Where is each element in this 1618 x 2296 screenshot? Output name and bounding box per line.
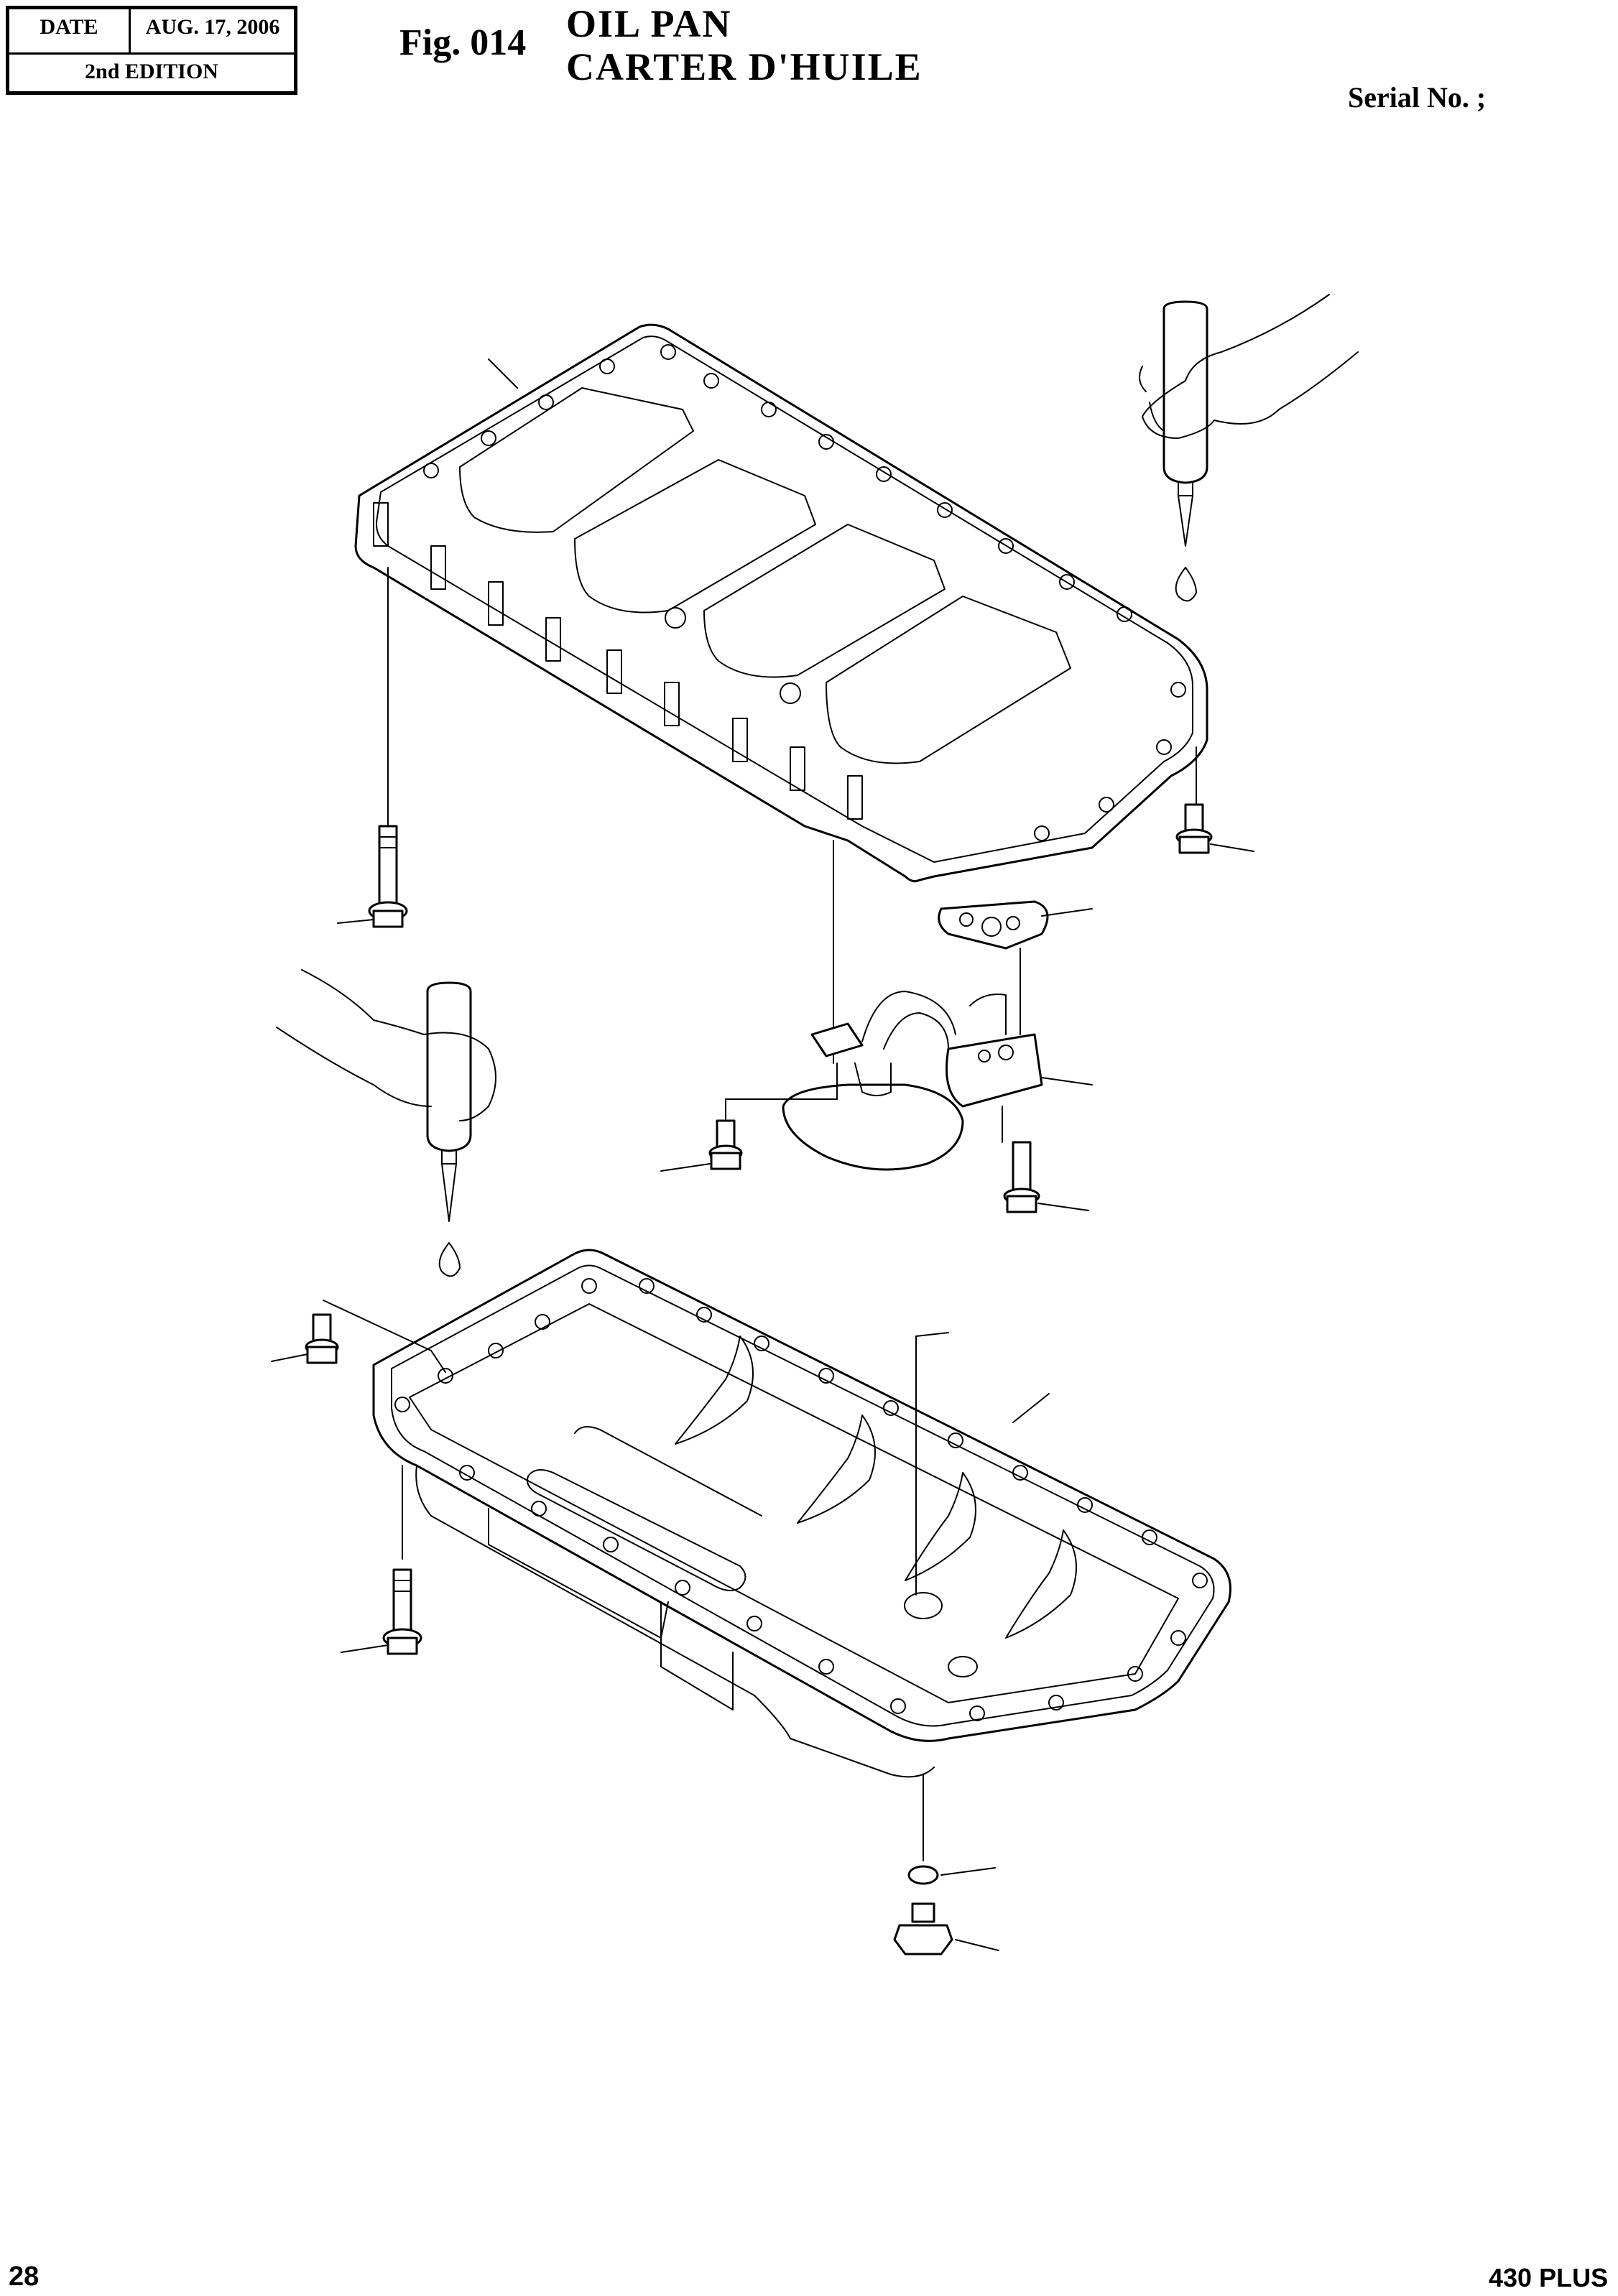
drain-o-ring	[907, 1865, 996, 1885]
strainer-gasket	[938, 900, 1093, 1035]
bolt-upper-right	[1175, 803, 1254, 854]
serial-label: Serial No. ;	[1348, 81, 1487, 114]
upper-oil-pan	[354, 323, 1208, 883]
title-english: OIL PAN	[566, 2, 732, 45]
title-french: CARTER D'HUILE	[566, 45, 923, 88]
date-value: AUG. 17, 2006	[145, 15, 280, 39]
bolt-lower-left-bottom	[341, 1568, 422, 1655]
lower-oil-pan	[372, 1249, 1231, 1778]
sealant-application-middle	[276, 969, 496, 1277]
sealant-application-top	[1139, 294, 1359, 602]
model-name: 430 PLUS	[1489, 2263, 1609, 2292]
edition-box: DATE AUG. 17, 2006 2nd EDITION	[6, 6, 297, 95]
divider-vertical	[129, 9, 131, 54]
bolt-upper-left	[337, 825, 408, 928]
bolt-strainer-left	[660, 1119, 743, 1172]
bolt-lower-left-top	[271, 1313, 339, 1364]
date-label: DATE	[40, 15, 98, 39]
edition-label: 2nd EDITION	[85, 60, 218, 83]
page-number: 28	[9, 2262, 40, 2292]
drain-plug	[893, 1902, 999, 1955]
bolt-strainer-right	[1003, 1141, 1089, 1213]
oil-strainer	[725, 991, 1093, 1171]
divider-horizontal	[9, 52, 294, 55]
figure-number: Fig. 014	[399, 22, 527, 63]
